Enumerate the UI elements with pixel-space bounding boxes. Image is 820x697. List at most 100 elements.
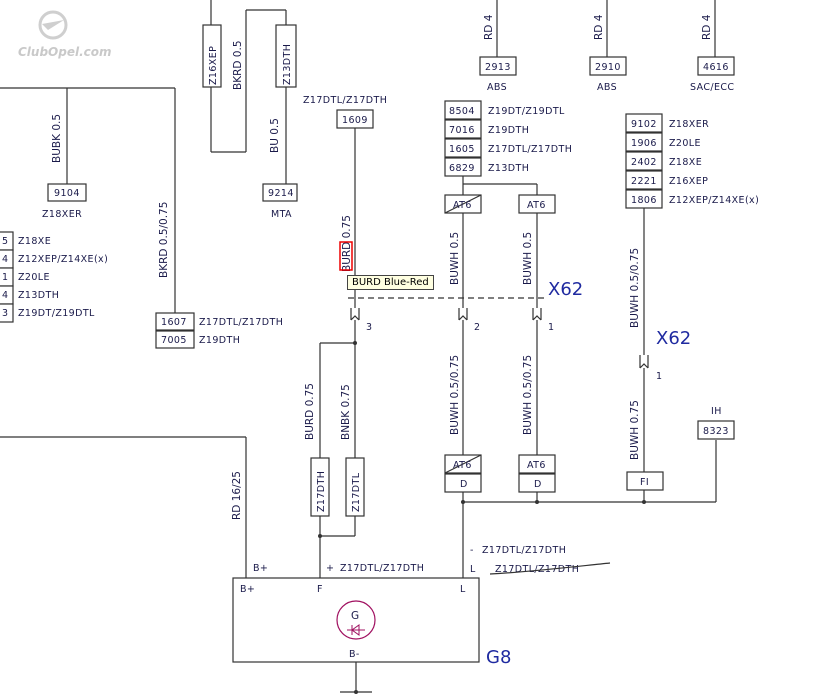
z19dth-r-label: Z19DTH bbox=[488, 125, 529, 136]
at6a-text: AT6 bbox=[453, 200, 472, 211]
sacecc-label: SAC/ECC bbox=[690, 82, 734, 93]
at6d-text: AT6 bbox=[527, 460, 546, 471]
z17dtl-r-label: Z17DTL/Z17DTH bbox=[488, 144, 572, 155]
box-8504-text: 8504 bbox=[449, 106, 475, 117]
fi-text: FI bbox=[640, 477, 649, 488]
z17-plus-label: Z17DTL/Z17DTH bbox=[340, 563, 424, 574]
bplus-outside: B+ bbox=[253, 563, 268, 574]
box-9214 bbox=[262, 183, 298, 202]
abs1-label: ABS bbox=[487, 82, 507, 93]
bnbk075-label: BNBK 0.75 bbox=[340, 384, 352, 440]
bubk05-label: BUBK 0.5 bbox=[51, 114, 63, 163]
z17dtl-box-text: Z17DTL bbox=[351, 472, 362, 512]
box-fi bbox=[626, 471, 664, 491]
box-2913 bbox=[479, 56, 517, 76]
z16xep-r-label: Z16XEP bbox=[669, 176, 708, 187]
z18xe-r-label: Z18XE bbox=[669, 157, 702, 168]
pin-3: 3 bbox=[366, 322, 372, 333]
left-z20le: Z20LE bbox=[18, 272, 50, 283]
burd-highlight[interactable] bbox=[339, 241, 353, 271]
tooltip: BURD Blue-Red bbox=[347, 275, 434, 290]
box-8323 bbox=[697, 420, 735, 440]
d2-text: D bbox=[534, 479, 542, 490]
minus-sign: - bbox=[470, 545, 474, 556]
burd075b-label: BURD 0.75 bbox=[304, 383, 316, 440]
z13dth-label: Z13DTH bbox=[282, 44, 293, 85]
box-9214-text: 9214 bbox=[268, 188, 294, 199]
club-opel-logo: ClubOpel.com bbox=[18, 10, 112, 59]
z17dtl-l-label: Z17DTL/Z17DTH bbox=[199, 317, 283, 328]
pin-l: L bbox=[460, 584, 466, 595]
z17-strike-label: Z17DTL/Z17DTH bbox=[495, 564, 579, 575]
buwh05075-r-label: BUWH 0.5/0.75 bbox=[629, 248, 641, 328]
rd4c-label: RD 4 bbox=[701, 14, 713, 40]
box-2910-text: 2910 bbox=[595, 62, 621, 73]
pin-f: F bbox=[317, 584, 323, 595]
z16xep-label: Z16XEP bbox=[208, 46, 219, 85]
box-1607-text: 1607 bbox=[161, 317, 187, 328]
left-1: 1 bbox=[2, 272, 8, 283]
d1-text: D bbox=[460, 479, 468, 490]
box-7016 bbox=[444, 119, 482, 139]
buwh05a-label: BUWH 0.5 bbox=[449, 232, 461, 285]
box-1906 bbox=[625, 132, 663, 152]
box-1906-text: 1906 bbox=[631, 138, 657, 149]
box-at6d bbox=[518, 454, 556, 474]
x62-right-label: X62 bbox=[656, 328, 691, 349]
at6c-text: AT6 bbox=[453, 460, 472, 471]
g8-label: G8 bbox=[486, 647, 511, 668]
z18xer-r-label: Z18XER bbox=[669, 119, 709, 130]
z20le-r-label: Z20LE bbox=[669, 138, 701, 149]
left-z13dth: Z13DTH bbox=[18, 290, 59, 301]
z18xer-a-label: Z18XER bbox=[42, 209, 82, 220]
box-1605 bbox=[444, 138, 482, 158]
buwh05075a-label: BUWH 0.5/0.75 bbox=[449, 355, 461, 435]
box-8323-text: 8323 bbox=[703, 426, 729, 437]
z19dt-r-label: Z19DT/Z19DTL bbox=[488, 106, 565, 117]
generator-symbol bbox=[336, 600, 376, 640]
box-2402 bbox=[625, 151, 663, 171]
box-9102 bbox=[625, 113, 663, 133]
box-4616-text: 4616 bbox=[703, 62, 729, 73]
box-9104 bbox=[47, 183, 87, 202]
left-z18xe: Z18XE bbox=[18, 236, 51, 247]
box-1609-text: 1609 bbox=[342, 115, 368, 126]
box-z16xep bbox=[202, 24, 222, 88]
box-9102-text: 9102 bbox=[631, 119, 657, 130]
z17dth-box-text: Z17DTH bbox=[316, 471, 327, 512]
box-1607 bbox=[155, 312, 195, 331]
box-2221 bbox=[625, 170, 663, 190]
abs2-label: ABS bbox=[597, 82, 617, 93]
generator-g: G bbox=[351, 610, 359, 622]
box-1806-text: 1806 bbox=[631, 195, 657, 206]
z13dth-r-label: Z13DTH bbox=[488, 163, 529, 174]
buwh05b-label: BUWH 0.5 bbox=[522, 232, 534, 285]
z12xep-r-label: Z12XEP/Z14XE(x) bbox=[669, 195, 759, 206]
pin-2: 2 bbox=[474, 322, 480, 333]
pin-bplus: B+ bbox=[240, 584, 255, 595]
rd4a-label: RD 4 bbox=[483, 14, 495, 40]
plus-sign: + bbox=[326, 563, 334, 574]
pin-1b: 1 bbox=[656, 371, 662, 382]
left-4b: 4 bbox=[2, 290, 8, 301]
g8-box bbox=[232, 577, 480, 663]
z17-minus-label: Z17DTL/Z17DTH bbox=[482, 545, 566, 556]
buwh075-label: BUWH 0.75 bbox=[629, 400, 641, 460]
box-6829-text: 6829 bbox=[449, 163, 475, 174]
box-8504 bbox=[444, 100, 482, 120]
z19dth-l-label: Z19DTH bbox=[199, 335, 240, 346]
left-3: 3 bbox=[2, 308, 8, 319]
box-2221-text: 2221 bbox=[631, 176, 657, 187]
box-7005-text: 7005 bbox=[161, 335, 187, 346]
left-4: 4 bbox=[2, 254, 8, 265]
box-4616 bbox=[697, 56, 735, 76]
rd1625-label: RD 16/25 bbox=[231, 471, 243, 520]
l-outside: L bbox=[470, 564, 476, 575]
burd075-label: BURD 0.75 bbox=[341, 215, 353, 272]
rd4b-label: RD 4 bbox=[593, 14, 605, 40]
x62-top-label: X62 bbox=[548, 279, 583, 300]
box-7005 bbox=[155, 330, 195, 349]
mta-label: MTA bbox=[271, 209, 292, 220]
box-2910 bbox=[589, 56, 627, 76]
